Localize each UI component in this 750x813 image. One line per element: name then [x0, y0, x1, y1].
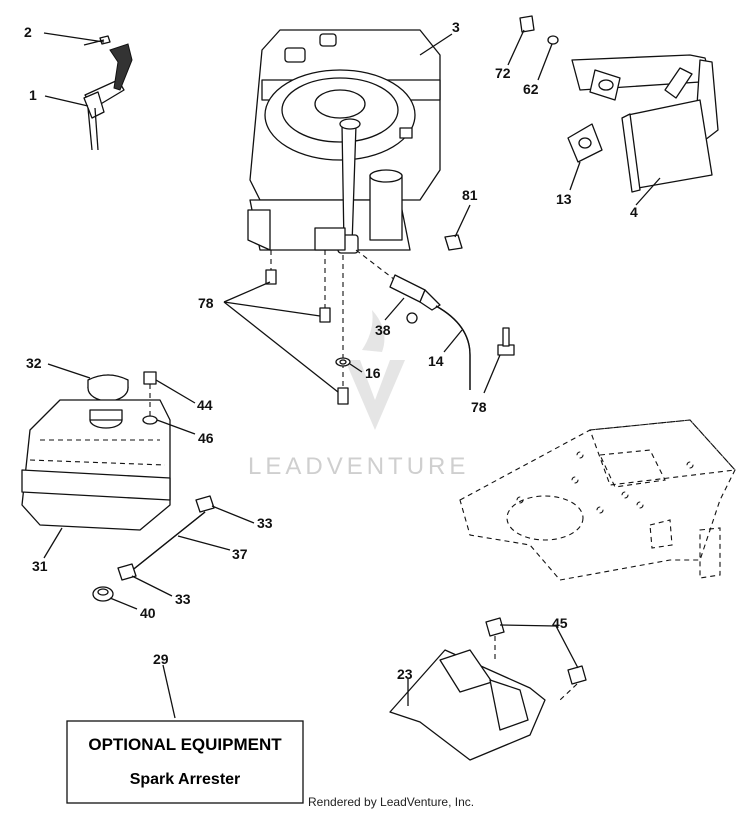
- callout-29: 29: [153, 651, 169, 667]
- callout-14: 14: [428, 353, 444, 369]
- callout-81: 81: [462, 187, 478, 203]
- callout-33-top: 33: [257, 515, 273, 531]
- bolt-78-right: [497, 327, 515, 356]
- callout-78-right: 78: [471, 399, 487, 415]
- callout-16: 16: [365, 365, 381, 381]
- optional-equipment-box: OPTIONAL EQUIPMENT Spark Arrester: [66, 720, 304, 804]
- engine-bolts: [265, 250, 351, 405]
- fuel-line-37: [92, 495, 215, 602]
- watermark-logo: [345, 310, 405, 430]
- callout-45: 45: [552, 615, 568, 631]
- callout-2: 2: [24, 24, 32, 40]
- muffler: [519, 15, 719, 193]
- fuel-tank: [21, 371, 171, 531]
- callout-44: 44: [197, 397, 213, 413]
- mower-frame: [459, 419, 737, 581]
- optional-equipment-title: OPTIONAL EQUIPMENT: [88, 735, 282, 754]
- callout-1: 1: [29, 87, 37, 103]
- callout-46: 46: [198, 430, 214, 446]
- callout-38: 38: [375, 322, 391, 338]
- callout-4: 4: [630, 204, 638, 220]
- watermark-text: LEADVENTURE: [248, 453, 469, 480]
- callout-78-left: 78: [198, 295, 214, 311]
- throttle-control: [83, 35, 133, 151]
- credit-text: Rendered by LeadVenture, Inc.: [308, 795, 474, 809]
- nut-81: [444, 234, 463, 251]
- callout-37: 37: [232, 546, 248, 562]
- optional-equipment-subtitle: Spark Arrester: [130, 771, 241, 788]
- callout-23: 23: [397, 666, 413, 682]
- fuel-filter-and-line: [355, 249, 471, 390]
- callout-62: 62: [523, 81, 539, 97]
- leader-lines: [43, 29, 661, 719]
- callout-40: 40: [140, 605, 156, 621]
- callout-32: 32: [26, 355, 42, 371]
- callout-31: 31: [32, 558, 48, 574]
- heat-shield: [389, 617, 587, 761]
- callout-3: 3: [452, 19, 460, 35]
- engine: [247, 29, 441, 254]
- callout-72: 72: [495, 65, 511, 81]
- callout-33-bottom: 33: [175, 591, 191, 607]
- callout-13: 13: [556, 191, 572, 207]
